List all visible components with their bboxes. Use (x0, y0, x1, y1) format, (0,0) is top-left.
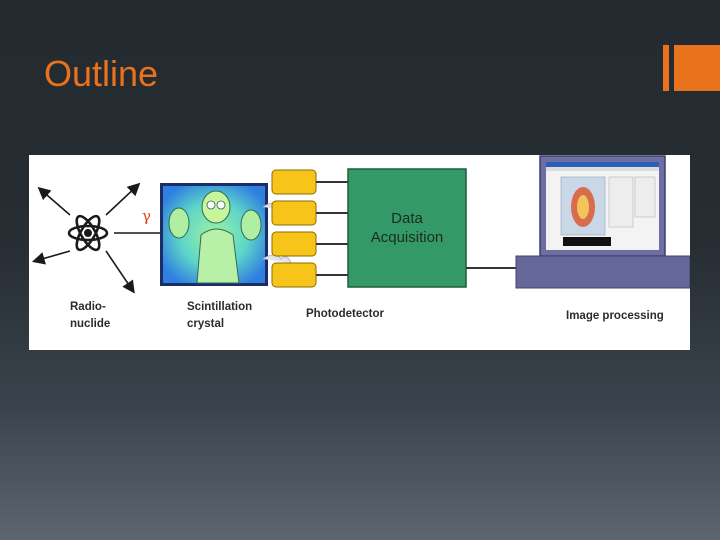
pet-imaging-diagram: γ Data Acquisition Radio- nuclide Scinti… (29, 155, 690, 350)
atom-icon (67, 214, 109, 252)
photodetector-label: Photodetector (306, 308, 384, 320)
photodetector-tube (271, 262, 317, 288)
photodetector-tube (271, 200, 317, 226)
computer-monitor-icon (539, 155, 666, 257)
image-processing-label: Image processing (566, 310, 664, 322)
gamma-ray-symbol: γ (142, 207, 151, 225)
computer-base (515, 255, 690, 289)
photodetector-tube (271, 231, 317, 257)
slide-title: Outline (44, 53, 159, 94)
accent-bar-thin (663, 45, 669, 91)
data-acquisition-label: Data Acquisition (370, 209, 444, 247)
scintillation-crystal-label: Scintillation crystal (187, 301, 253, 330)
emission-arrows (31, 182, 162, 294)
corner-accent (663, 45, 720, 91)
scintillation-crystal-image (160, 183, 292, 286)
radionuclide-label: Radio- nuclide (70, 301, 111, 330)
photodetector-wires (316, 181, 348, 276)
accent-block (674, 45, 720, 91)
photodetector-array (271, 169, 317, 288)
photodetector-tube (271, 169, 317, 195)
data-acquisition-box (347, 168, 467, 288)
diagram-graphics (31, 155, 690, 294)
